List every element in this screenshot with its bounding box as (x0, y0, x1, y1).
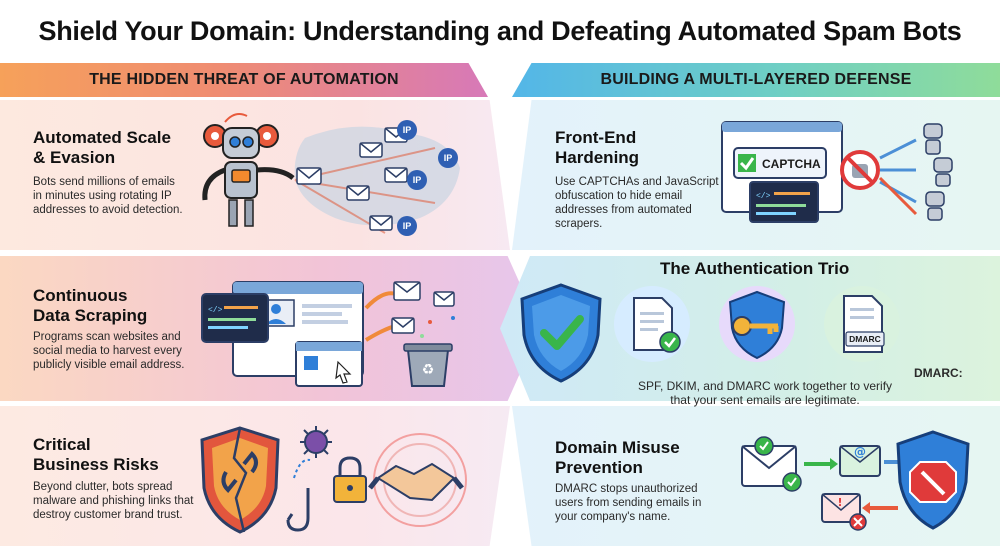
dkim-key-shield-icon (719, 286, 795, 362)
section-heading-front-end-hardening: Front-End Hardening (555, 128, 639, 168)
checkmark-icon (739, 157, 755, 171)
ip-badge-icon: IP IP IP IP (397, 120, 458, 236)
svg-text:IP: IP (413, 175, 422, 185)
svg-text:IP: IP (403, 125, 412, 135)
robot-spam-illustration: IP IP IP IP (202, 113, 460, 236)
section-body-domain-misuse: DMARC stops unauthorized users from send… (555, 482, 701, 524)
heading-line: Prevention (555, 458, 643, 477)
body-line: scrapers. (555, 218, 603, 230)
arrow-icon (879, 138, 917, 204)
svg-text:IP: IP (403, 221, 412, 231)
blocked-bot-icon (840, 150, 880, 190)
rejected-email-icon: ! (821, 493, 867, 531)
heading-line: Business Risks (33, 455, 159, 474)
section-body-front-end-hardening: Use CAPTCHAs and JavaScript obfuscation … (555, 175, 719, 231)
svg-text:IP: IP (444, 153, 453, 163)
heading-line: Hardening (555, 148, 640, 167)
section-heading-business-risks: Critical Business Risks (33, 435, 159, 475)
svg-text:♻: ♻ (422, 362, 435, 378)
arrow-icon (364, 291, 397, 310)
heading-line: Front-End (555, 128, 637, 147)
body-line: social media to harvest every (33, 345, 182, 357)
body-line: Beyond clutter, bots spread (33, 481, 173, 493)
page-title: Shield Your Domain: Understanding and De… (38, 15, 962, 46)
svg-text:DMARC: DMARC (849, 334, 881, 344)
section-body-data-scraping: Programs scan websites and social media … (33, 330, 184, 372)
body-line: DMARC stops unauthorized (555, 483, 698, 495)
heading-line: Critical (33, 435, 91, 454)
section-heading-automated-scale: Automated Scale & Evasion (33, 128, 171, 168)
heading-line: & Evasion (33, 148, 116, 167)
svg-text:@: @ (854, 445, 866, 459)
envelope-icon (296, 127, 408, 231)
heading-line: Automated Scale (33, 128, 171, 147)
robot-icon (923, 123, 953, 221)
body-line: users from sending emails in (555, 497, 702, 509)
svg-text:CAPTCHA: CAPTCHA (762, 157, 821, 171)
heading-line: Continuous (33, 286, 128, 305)
left-column-header: THE HIDDEN THREAT OF AUTOMATION (0, 63, 488, 97)
body-line: malware and phishing links that (33, 495, 194, 507)
cursor-icon (335, 360, 352, 384)
heading-line: Data Scraping (33, 306, 148, 325)
section-body-automated-scale: Bots send millions of emails in minutes … (33, 175, 183, 217)
dmarc-label: DMARC: (914, 366, 963, 380)
section-body-authentication-trio: SPF, DKIM, and DMARC work together to ve… (600, 379, 930, 407)
captcha-box: CAPTCHA (733, 147, 827, 179)
body-line: destroy customer brand trust. (33, 509, 183, 521)
checkmark-icon (540, 315, 584, 350)
body-line: addresses to avoid detection. (33, 204, 183, 216)
section-body-business-risks: Beyond clutter, bots spread malware and … (33, 480, 193, 522)
robot-icon (202, 113, 295, 227)
svg-text:</>: </> (208, 306, 223, 315)
browser-window-icon (295, 341, 363, 387)
section-heading-domain-misuse: Domain Misuse Prevention (555, 438, 680, 478)
body-line: Bots send millions of emails (33, 176, 175, 188)
arrow-icon (878, 176, 918, 216)
body-line: your company's name. (555, 511, 671, 523)
chain-link-icon (221, 470, 238, 493)
body-line: addresses from automated (555, 204, 692, 216)
padlock-icon (333, 456, 367, 503)
body-line: that your sent emails are legitimate. (670, 393, 860, 407)
trash-bin-icon: ♻ (403, 343, 453, 387)
checkmark-icon (664, 337, 676, 348)
fishing-hook-icon (286, 488, 310, 532)
at-email-icon: @ (839, 445, 881, 477)
envelope-icon (391, 281, 455, 334)
body-line: SPF, DKIM, and DMARC work together to ve… (637, 379, 893, 393)
spf-document-icon (614, 286, 690, 362)
scraping-illustration: </> ♻ (201, 281, 455, 387)
virus-icon (300, 426, 332, 458)
captcha-illustration: CAPTCHA </> (721, 121, 953, 223)
code-window-icon: </> (201, 293, 269, 343)
section-heading-authentication-trio: The Authentication Trio (660, 259, 850, 278)
central-shield-icon (520, 283, 602, 383)
code-window-icon: </> (749, 181, 819, 223)
right-column-header: BUILDING A MULTI-LAYERED DEFENSE (512, 63, 1000, 97)
heading-line: Domain Misuse (555, 438, 680, 457)
broken-shield-icon (200, 426, 280, 534)
section-heading-data-scraping: Continuous Data Scraping (33, 286, 147, 326)
svg-text:!: ! (837, 496, 842, 509)
verified-email-icon (741, 436, 802, 492)
authentication-trio-icons: DMARC (614, 286, 900, 362)
stop-shield-icon (896, 430, 970, 530)
body-line: Use CAPTCHAs and JavaScript (555, 176, 719, 188)
body-line: in minutes using rotating IP (33, 190, 172, 202)
handshake-icon (368, 433, 467, 527)
svg-text:</>: </> (756, 192, 771, 201)
dmarc-document-icon: DMARC (824, 286, 900, 362)
body-line: publicly visible email address. (33, 359, 185, 371)
business-risk-illustration (200, 426, 467, 534)
domain-protection-illustration: @ ! (741, 430, 970, 531)
body-line: Programs scan websites and (33, 331, 181, 343)
body-line: obfuscation to hide email (555, 190, 683, 202)
